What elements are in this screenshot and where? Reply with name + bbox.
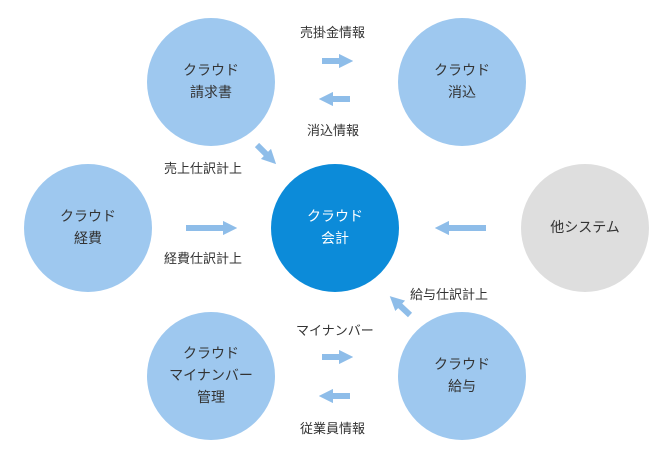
node-label: クラウド マイナンバー 管理 [169, 346, 253, 406]
edge-label-receivables-info: 売掛金情報 [300, 26, 366, 41]
edge-label-employee-info: 従業員情報 [300, 422, 366, 437]
edge-label-payroll-journal: 給与仕訳計上 [410, 288, 489, 303]
node-cloud-invoice: クラウド 請求書 [147, 18, 275, 146]
node-cloud-mynumber: クラウド マイナンバー 管理 [147, 312, 275, 440]
node-cloud-reconcile: クラウド 消込 [398, 18, 526, 146]
edge-label-mynumber: マイナンバー [296, 324, 374, 339]
node-label: 他システム [550, 220, 620, 236]
node-label: クラウド 消込 [434, 63, 490, 101]
node-other-system: 他システム [521, 164, 649, 292]
edge-label-expense-journal: 経費仕訳計上 [164, 252, 243, 267]
arrow-invoice-to-accounting [254, 142, 277, 165]
node-cloud-payroll: クラウド 給与 [398, 312, 526, 440]
node-label: クラウド 給与 [434, 357, 490, 395]
node-label: クラウド 経費 [60, 209, 116, 247]
edge-label-sales-journal: 売上仕訳計上 [164, 162, 243, 177]
node-cloud-expense: クラウド 経費 [24, 164, 152, 292]
node-label: クラウド 会計 [307, 209, 363, 247]
arrow-payroll-to-accounting [389, 296, 413, 318]
node-cloud-accounting: クラウド 会計 [271, 164, 399, 292]
node-label: クラウド 請求書 [183, 63, 239, 101]
edge-label-reconcile-info: 消込情報 [307, 124, 360, 139]
